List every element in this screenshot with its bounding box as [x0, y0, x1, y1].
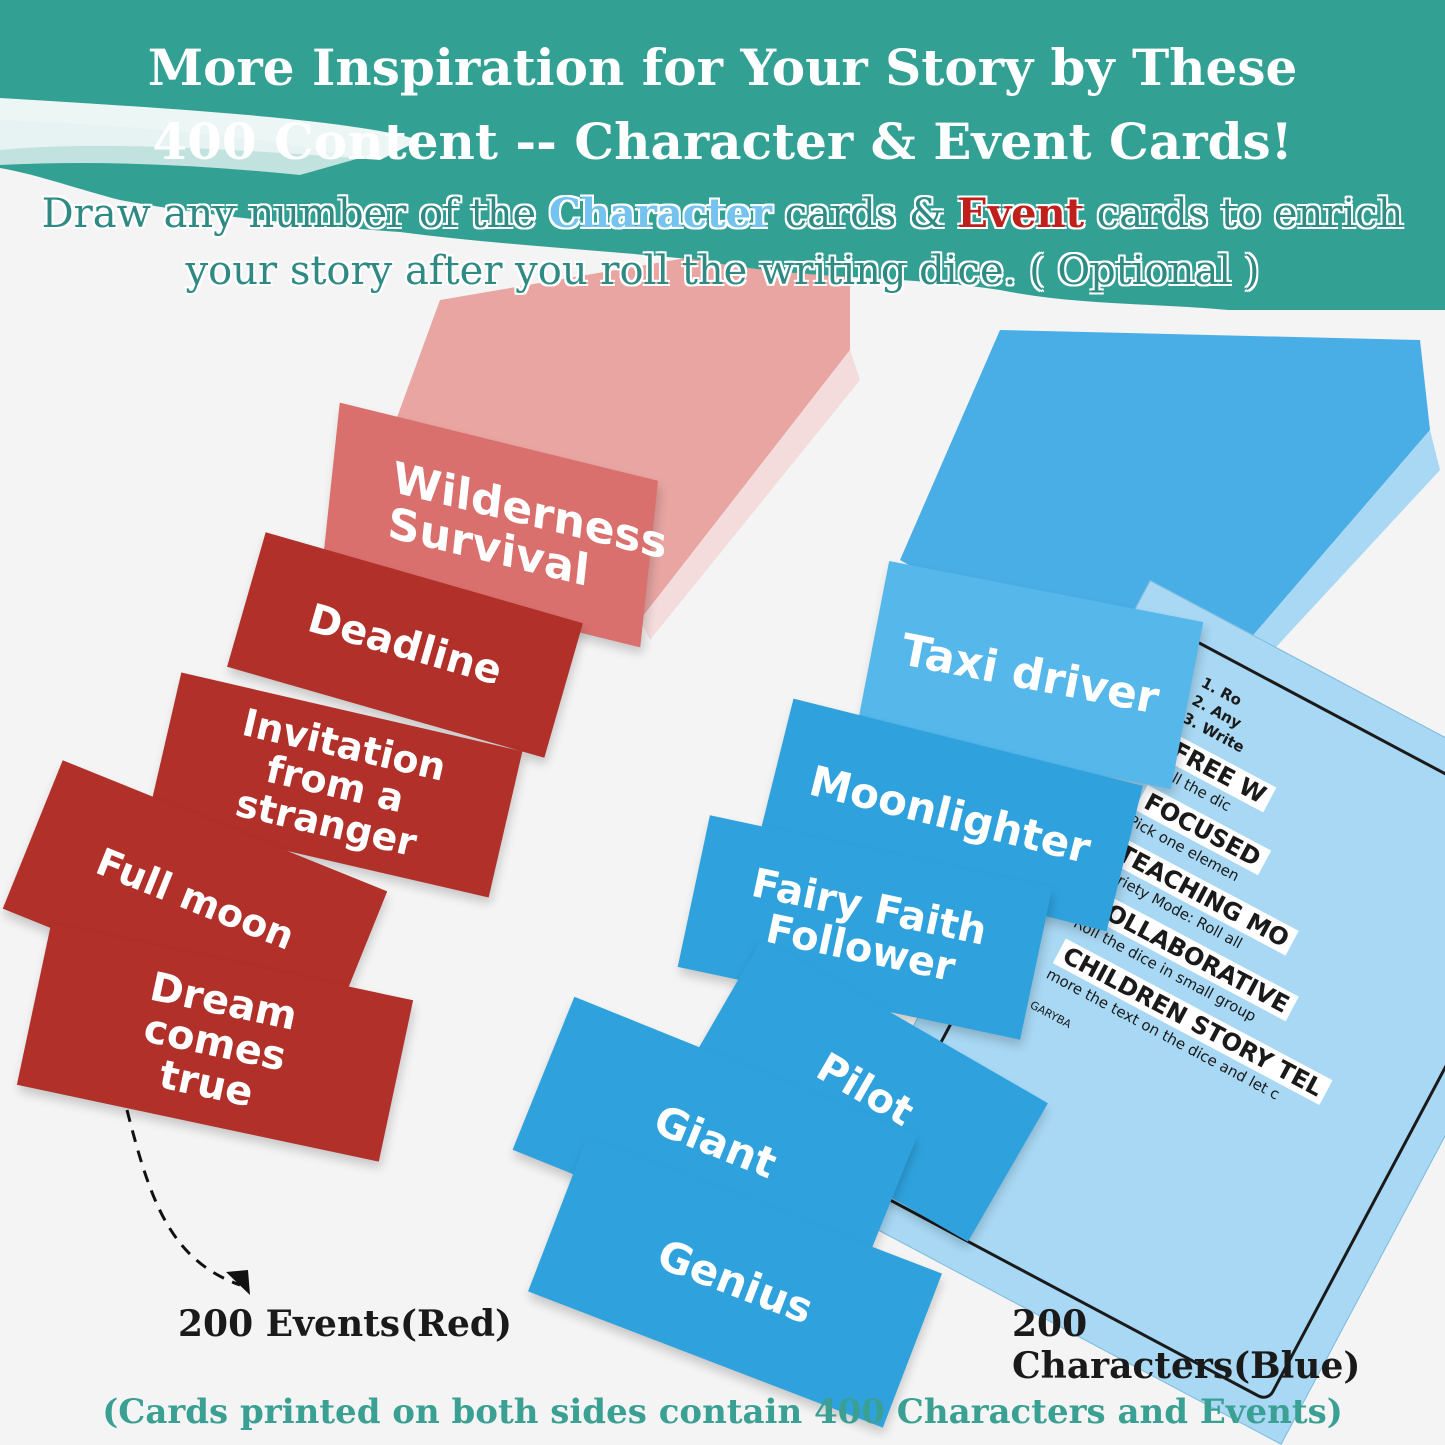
event-card-label: Wilderness Survival [385, 452, 670, 597]
page-title-line1: More Inspiration for Your Story by These [147, 38, 1298, 97]
subtitle-text: cards to enrich [1084, 191, 1404, 237]
subtitle-text: cards & [772, 191, 958, 237]
subtitle-line1: Draw any number of the Character cards &… [0, 190, 1445, 237]
subtitle-event-word: Event [957, 190, 1085, 237]
page-title-line2: 400 Content -- Character & Event Cards! [152, 112, 1293, 171]
events-arrowhead [226, 1270, 250, 1295]
characters-caption: 200 Characters(Blue) [1012, 1303, 1361, 1387]
character-card-label: Genius [650, 1230, 820, 1334]
event-card-label: Deadline [303, 595, 507, 695]
event-card-label: Dream comes true [139, 963, 302, 1116]
character-card-label: Taxi driver [896, 624, 1164, 725]
subtitle-line2: your story after you roll the writing di… [185, 248, 1260, 294]
footer-note: (Cards printed on both sides contain 400… [102, 1392, 1343, 1432]
events-caption: 200 Events(Red) [178, 1303, 513, 1345]
subtitle-text: Draw any number of the [41, 191, 549, 237]
events-arrow [125, 1109, 241, 1287]
subtitle-character-word: Character [548, 190, 773, 237]
header-banner [0, 0, 1445, 310]
